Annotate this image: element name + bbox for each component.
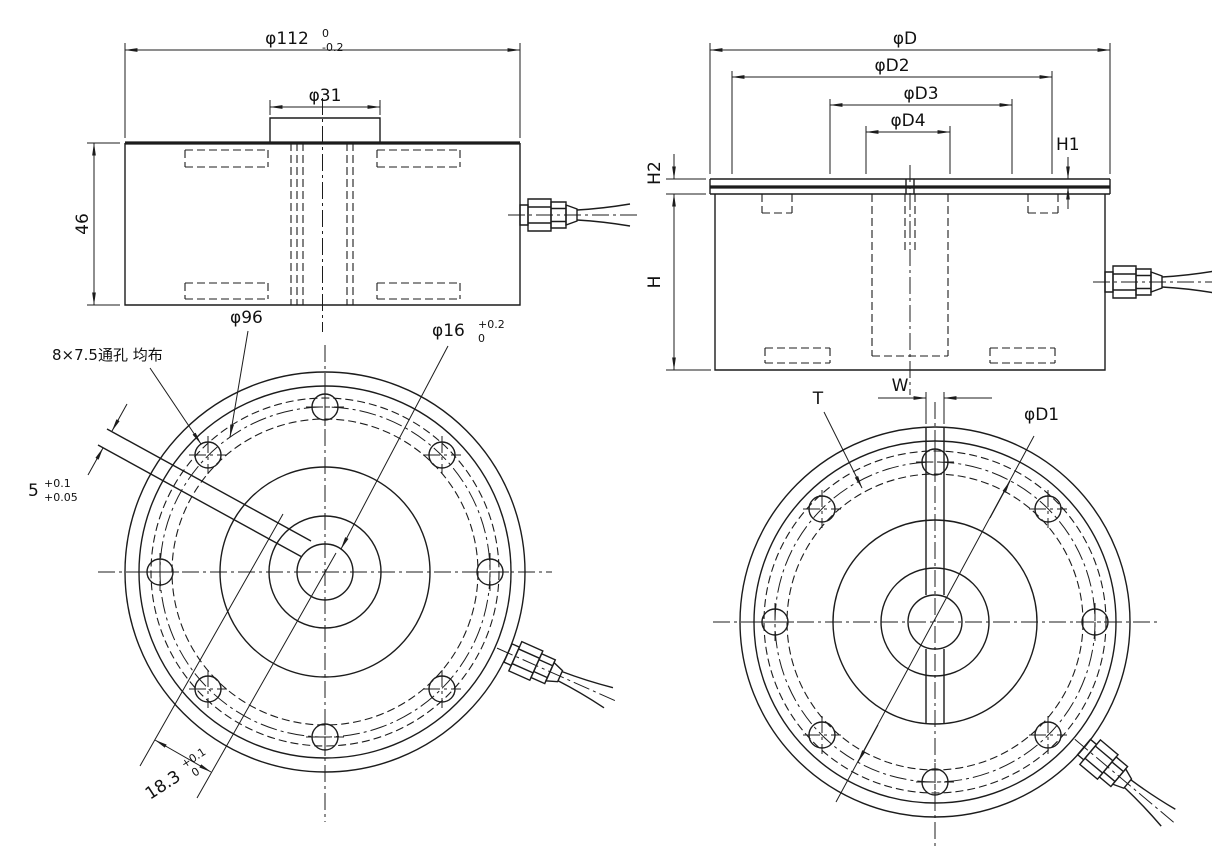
dim-slot-width-label: 5 — [28, 481, 39, 501]
dim-H-label: H — [645, 276, 665, 289]
dim-phi112-tol-lower: -0.2 — [322, 41, 343, 54]
dim-phi16-label: φ16 — [432, 321, 465, 341]
note-holes-label: 8×7.5通孔 均布 — [52, 346, 163, 364]
dim-slot-depth-label: 18.3 — [142, 767, 185, 804]
dim-phiD1-label: φD1 — [1024, 405, 1059, 425]
dim-slot-width-tol-lower: +0.05 — [44, 491, 78, 504]
dim-slot-depth-tol-lower: 0 — [189, 765, 202, 780]
dim-phi16-tol-lower: 0 — [478, 332, 485, 345]
keyway-slot — [97, 428, 312, 558]
cable-gland-icon — [507, 198, 639, 232]
dim-phiD3-label: φD3 — [903, 84, 938, 104]
dim-phiD4-label: φD4 — [890, 111, 925, 131]
view-side-right: φD φD2 φD3 φD4 H1 H2 H — [645, 29, 1212, 395]
dim-H1-label: H1 — [1056, 135, 1080, 155]
dim-phi112-label: φ112 — [265, 29, 309, 49]
dim-phi112-tol-upper: 0 — [322, 27, 329, 40]
label-W: W — [892, 376, 909, 396]
dim-phiD-label: φD — [893, 29, 917, 49]
centerlines — [713, 402, 1157, 846]
dim-H2-label: H2 — [645, 161, 665, 185]
dimension-lines — [823, 392, 1035, 803]
dim-phi31-label: φ31 — [309, 86, 342, 106]
view-front-right: T W φD1 — [713, 376, 1186, 846]
dim-height-46-label: 46 — [73, 213, 93, 235]
dim-slot-depth-group: 18.3 +0.1 0 — [142, 745, 208, 804]
view-side-left: φ112 0 -0.2 φ31 46 — [73, 27, 639, 332]
dim-phi16-tol-upper: +0.2 — [478, 318, 505, 331]
label-T: T — [812, 389, 824, 409]
dimension-lines — [87, 330, 449, 799]
dim-phiD2-label: φD2 — [874, 56, 909, 76]
hidden-lines — [761, 194, 1059, 364]
dim-slot-width-tol-upper: +0.1 — [44, 477, 71, 490]
dimension-lines — [666, 43, 1111, 371]
hidden-lines — [184, 143, 461, 305]
cable-gland-icon — [1092, 265, 1212, 299]
dimension-lines — [87, 43, 521, 306]
vertical-slot — [925, 427, 945, 724]
cable-gland-icon — [1063, 726, 1186, 836]
view-front-left: 8×7.5通孔 均布 φ96 φ16 +0.2 0 5 +0.1 +0.05 1… — [28, 308, 624, 822]
dim-phi96-label: φ96 — [230, 308, 263, 328]
